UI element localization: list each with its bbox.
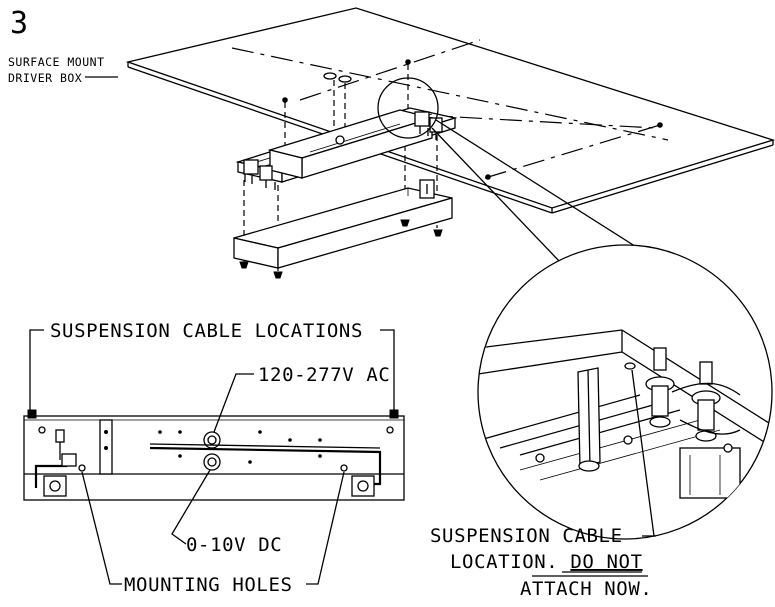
detail-callout (377, 77, 661, 263)
detail-label-line1: SUSPENSION CABLE (430, 525, 623, 547)
voltage-dc-label: 0-10V DC (186, 534, 282, 556)
detail-label-line2: LOCATION. DO NOT (450, 551, 643, 573)
magnified-detail (477, 244, 773, 540)
mounting-hole-leader-left (81, 471, 122, 585)
lower-housing (233, 179, 453, 279)
suspension-cable-locations-label: SUSPENSION CABLE LOCATIONS (50, 320, 363, 342)
detail-label-line3: ATTACH NOW. (520, 578, 652, 600)
step-number: 3 (10, 6, 28, 41)
voltage-ac-label: 120-277V AC (258, 364, 390, 386)
detail-label-do-not: DO NOT (570, 551, 642, 573)
detail-label-line2-prefix: LOCATION. (450, 551, 570, 573)
mounting-hole-leader-right (306, 471, 345, 585)
voltage-dc-leader (171, 469, 211, 545)
surface-mount-label-line2: DRIVER BOX (8, 71, 82, 85)
plan-view (23, 329, 405, 501)
ceiling-plane (125, 7, 775, 214)
mounting-holes-label: MOUNTING HOLES (124, 574, 293, 596)
surface-mount-label-line1: SURFACE MOUNT (8, 55, 105, 69)
voltage-ac-leader (213, 373, 254, 433)
mounting-bracket (235, 107, 458, 190)
